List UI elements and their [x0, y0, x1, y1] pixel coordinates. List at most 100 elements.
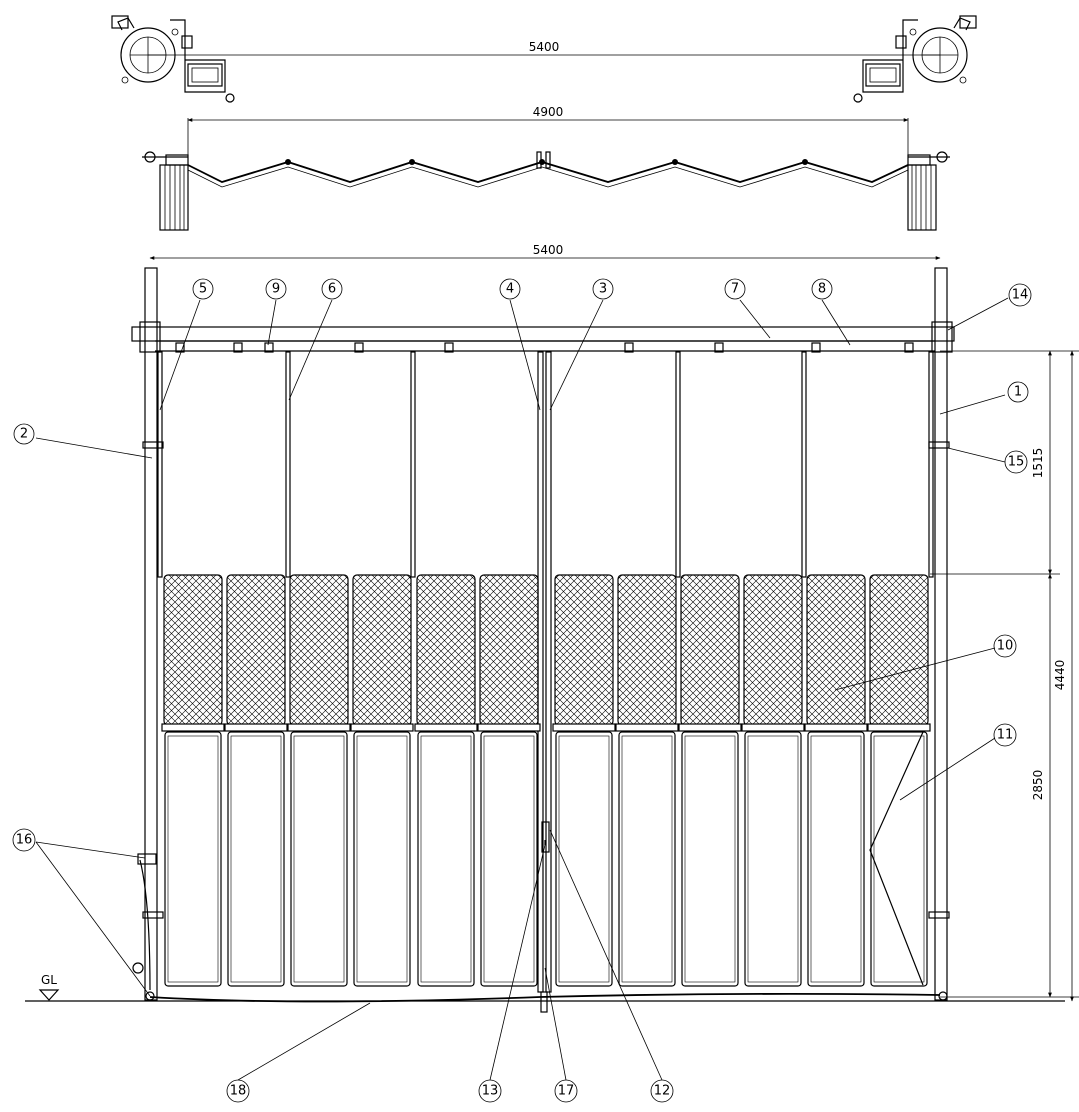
mesh-panel — [352, 574, 412, 726]
solid-panel-frame — [747, 735, 799, 983]
solid-panel-frame — [558, 735, 610, 983]
top-beam — [131, 326, 955, 342]
callouts: 1 2 3 4 5 6 7 8 9 10 11 12 13 14 15 16 1… — [12, 278, 1032, 1103]
svg-text:4: 4 — [506, 282, 514, 297]
solid-panel — [417, 731, 475, 987]
ground-label: GL — [41, 973, 57, 987]
mesh-panel — [289, 574, 349, 726]
solid-panel — [681, 731, 739, 987]
solid-panel-frame — [621, 735, 673, 983]
panel-joint-bar — [161, 723, 225, 732]
svg-text:11: 11 — [997, 728, 1014, 743]
svg-text:3: 3 — [599, 282, 607, 297]
solid-panel — [744, 731, 802, 987]
callout-16: 16 — [12, 828, 36, 852]
left-clamp-icon — [111, 15, 235, 103]
dim-upper-height: 1515 — [1031, 448, 1045, 479]
panel-joint-bar — [867, 723, 931, 732]
left-post — [144, 267, 158, 1001]
mesh-panel — [226, 574, 286, 726]
top-view: 5400 — [111, 15, 977, 103]
svg-text:9: 9 — [272, 282, 280, 297]
post-clamps — [137, 441, 950, 919]
callout-15: 15 — [1004, 450, 1028, 474]
solid-panel-frame — [810, 735, 862, 983]
solid-panels — [164, 731, 928, 987]
svg-text:14: 14 — [1012, 288, 1029, 303]
mesh-panel — [806, 574, 866, 726]
callout-6: 6 — [321, 278, 343, 300]
left-panel-stack — [142, 151, 189, 231]
solid-panel-frame — [684, 735, 736, 983]
panel-joint-bar — [804, 723, 868, 732]
svg-text:17: 17 — [558, 1084, 575, 1099]
mesh-panel — [479, 574, 539, 726]
panel-joint-bar — [287, 723, 351, 732]
panel-joint-bar — [678, 723, 742, 732]
panel-joint-bar — [741, 723, 805, 732]
svg-text:10: 10 — [997, 639, 1014, 654]
solid-panel-frame — [167, 735, 219, 983]
mesh-panel — [416, 574, 476, 726]
svg-text:6: 6 — [328, 282, 336, 297]
solid-panel-frame — [420, 735, 472, 983]
bottom-chain — [149, 992, 941, 1003]
mesh-panels — [161, 574, 931, 732]
mesh-panel — [617, 574, 677, 726]
center-post-right — [545, 351, 552, 993]
callout-10: 10 — [993, 634, 1017, 658]
svg-text:13: 13 — [482, 1084, 499, 1099]
solid-panel — [618, 731, 676, 987]
mesh-panel — [869, 574, 929, 726]
svg-text:2: 2 — [20, 427, 28, 442]
callout-9: 9 — [265, 278, 287, 300]
callout-11: 11 — [993, 723, 1017, 747]
svg-text:5: 5 — [199, 282, 207, 297]
right-clamp-icon — [853, 15, 977, 103]
solid-panel — [870, 731, 928, 987]
dim-top-width: 5400 — [529, 40, 560, 54]
panel-joint-bar — [615, 723, 679, 732]
panel-joint-bar — [414, 723, 478, 732]
callout-17: 17 — [554, 1079, 578, 1103]
callout-14: 14 — [1008, 283, 1032, 307]
front-elevation: 5400 — [25, 243, 1065, 1013]
solid-panel-frame — [230, 735, 282, 983]
dim-folded-width: 4900 — [533, 105, 564, 119]
callout-13: 13 — [478, 1079, 502, 1103]
solid-panel — [290, 731, 348, 987]
mesh-panel — [554, 574, 614, 726]
callout-3: 3 — [592, 278, 614, 300]
callout-5: 5 — [192, 278, 214, 300]
solid-panel-frame — [483, 735, 535, 983]
solid-panel — [555, 731, 613, 987]
solid-panel — [353, 731, 411, 987]
mesh-panel — [163, 574, 223, 726]
solid-panel — [807, 731, 865, 987]
solid-panel — [227, 731, 285, 987]
panel-joint-bar — [224, 723, 288, 732]
mesh-panel — [743, 574, 803, 726]
svg-text:18: 18 — [230, 1084, 247, 1099]
beam-brackets — [175, 342, 914, 353]
callout-8: 8 — [811, 278, 833, 300]
svg-text:15: 15 — [1008, 455, 1025, 470]
panel-joint-bar — [477, 723, 541, 732]
svg-text:1: 1 — [1014, 385, 1022, 400]
dim-front-width: 5400 — [533, 243, 564, 257]
callout-18: 18 — [226, 1079, 250, 1103]
solid-panel — [164, 731, 222, 987]
callout-2: 2 — [13, 423, 35, 445]
mesh-panel — [680, 574, 740, 726]
solid-panel — [480, 731, 538, 987]
svg-text:8: 8 — [818, 282, 826, 297]
svg-text:16: 16 — [16, 833, 33, 848]
callout-12: 12 — [650, 1079, 674, 1103]
dim-lower-height: 2850 — [1031, 770, 1045, 801]
folded-plan-view: 4900 — [142, 105, 950, 231]
right-post — [934, 267, 948, 1001]
center-handle — [541, 821, 550, 853]
callout-1: 1 — [1007, 381, 1029, 403]
solid-panel-frame — [356, 735, 408, 983]
